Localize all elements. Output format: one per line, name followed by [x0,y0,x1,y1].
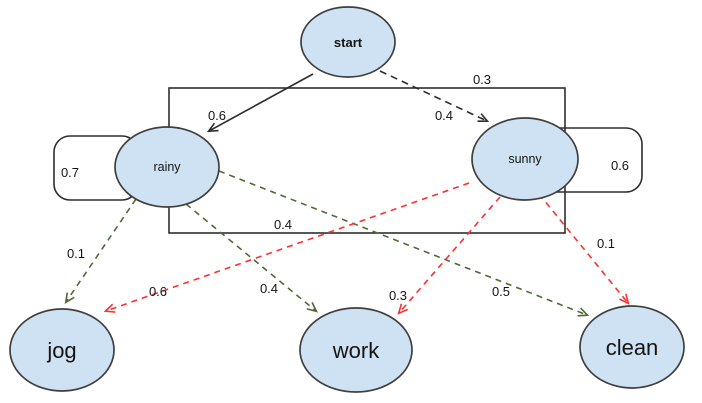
edge-label-rainy-to-work: 0.4 [260,281,278,296]
edge-start-to-sunny [379,70,490,123]
node-label-rainy: rainy [153,160,181,174]
node-label-jog: jog [46,338,76,363]
node-label-clean: clean [606,335,659,360]
edge-label-start-to-sunny: 0.4 [435,108,453,123]
node-clean [579,305,685,389]
edge-label-rainy-to-clean: 0.5 [492,284,510,299]
node-label-work: work [332,338,380,363]
node-sunny [471,117,579,201]
edge-sunny-to-jog [103,182,470,313]
node-start [300,6,396,78]
node-label-start: start [334,35,363,50]
node-label-sunny: sunny [508,152,542,166]
edge-sunny-to-clean [538,193,630,305]
edge-label-sunny-self-loop: 0.6 [611,158,629,173]
node-jog [9,308,115,392]
edge-label-start-to-rainy: 0.6 [208,108,226,123]
edge-label-sunny-to-work: 0.3 [389,288,407,303]
edge-label-sunny-to-rainy: 0.4 [274,217,292,232]
node-rainy [114,126,220,208]
edge-label-rainy-to-jog: 0.1 [67,246,85,261]
edge-rainy-to-jog [64,198,137,304]
edge-start-to-rainy [206,73,314,133]
edge-label-rainy-to-sunny: 0.3 [473,72,491,87]
edge-label-sunny-to-clean: 0.1 [597,236,615,251]
edge-label-sunny-to-jog: 0.6 [149,284,167,299]
edge-sunny-to-work [397,196,501,315]
edge-label-rainy-self-loop: 0.7 [61,165,79,180]
node-work [299,307,413,393]
edge-rainy-to-work [185,203,318,313]
